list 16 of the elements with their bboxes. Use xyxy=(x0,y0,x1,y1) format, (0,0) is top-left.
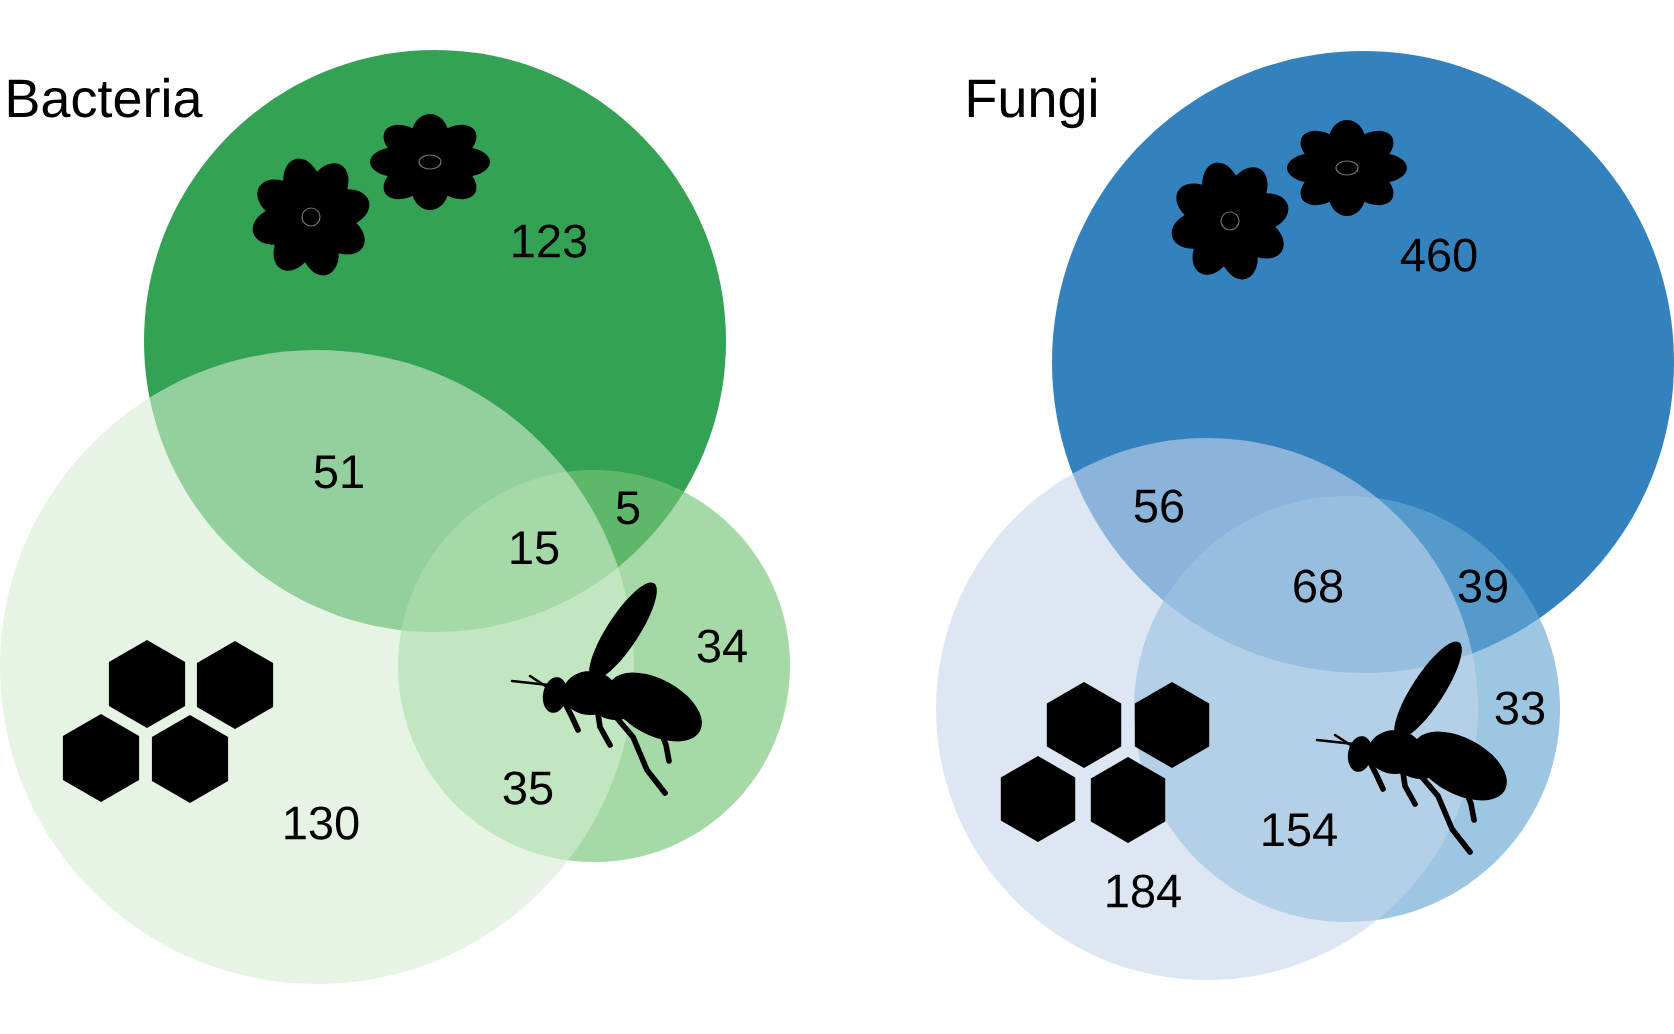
count-label: 68 xyxy=(1294,569,1343,603)
count-label: 460 xyxy=(1400,238,1477,272)
count-label: 56 xyxy=(1134,489,1184,523)
count-label: 184 xyxy=(1107,874,1181,908)
count-label: 5 xyxy=(616,491,640,525)
count-label: 35 xyxy=(503,771,553,805)
count-label: 123 xyxy=(513,224,587,258)
count-label: 33 xyxy=(1495,691,1545,725)
panel-title: Bacteria xyxy=(8,77,203,118)
count-label: 130 xyxy=(285,806,359,840)
panel-title: Fungi xyxy=(968,77,1096,129)
count-label: 154 xyxy=(1263,813,1337,847)
count-label: 51 xyxy=(314,455,363,489)
count-label: 15 xyxy=(511,531,559,565)
count-label: 34 xyxy=(697,629,747,663)
count-label: 39 xyxy=(1458,569,1507,603)
